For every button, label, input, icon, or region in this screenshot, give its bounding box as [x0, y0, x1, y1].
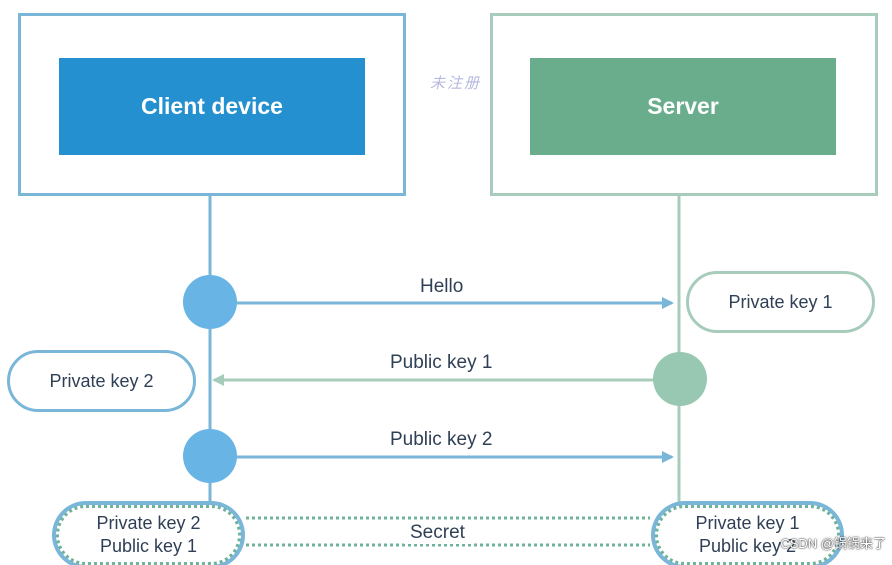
watermark: 未注册 — [430, 74, 482, 92]
client-node-hello — [183, 275, 237, 329]
client-node-public-key-2 — [183, 429, 237, 483]
client-private-key-pill: Private key 2 — [7, 350, 196, 412]
csdn-credit: CSDN @锅锅来了 — [780, 536, 886, 551]
server-node-public-key-1 — [653, 352, 707, 406]
client-final-key-1: Private key 2 — [96, 513, 201, 533]
server-title: Server — [530, 58, 836, 155]
client-shared-keys-pill: Private key 2 Public key 1 — [56, 505, 241, 565]
public-key-2-label: Public key 2 — [390, 429, 493, 450]
secret-label: Secret — [404, 522, 471, 544]
server-final-key-2: Public key 2 — [698, 536, 797, 556]
server-final-key-1: Private key 1 — [695, 513, 800, 533]
client-private-key-text: Private key 2 — [49, 370, 154, 391]
public-key-1-label: Public key 1 — [390, 352, 493, 373]
client-title: Client device — [59, 58, 365, 155]
server-private-key-text: Private key 1 — [728, 291, 833, 312]
client-final-key-2: Public key 1 — [99, 536, 198, 556]
server-private-key-pill: Private key 1 — [686, 271, 875, 333]
hello-label: Hello — [420, 276, 464, 297]
